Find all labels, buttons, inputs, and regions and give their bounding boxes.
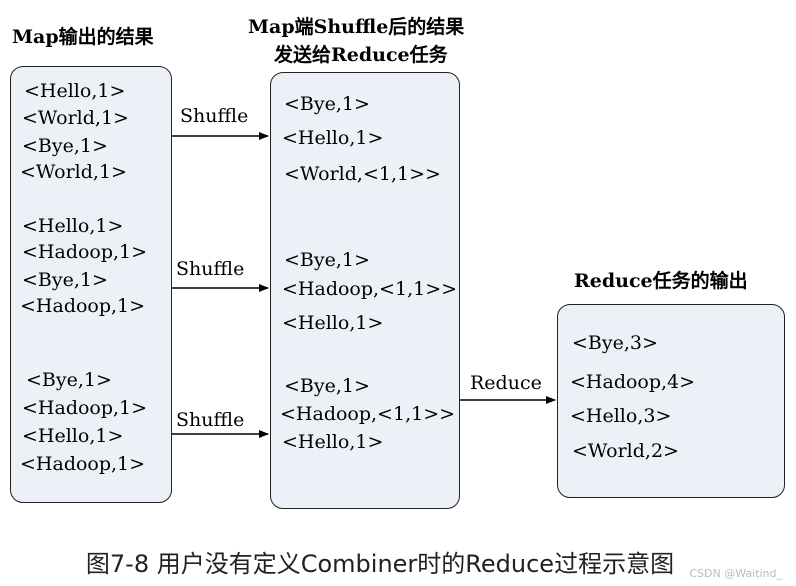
reduce-output-box <box>557 304 785 498</box>
map-entry: <Hello,1> <box>22 215 124 237</box>
map-entry: <Hadoop,1> <box>20 295 146 317</box>
shuffle-entry: <Bye,1> <box>284 249 370 271</box>
shuffle-entry: <Hello,1> <box>282 127 384 149</box>
shuffle-entry: <Hello,1> <box>282 431 384 453</box>
reduce-entry: <Hello,3> <box>570 405 672 427</box>
map-entry: <World,1> <box>22 107 129 129</box>
map-entry: <Hello,1> <box>24 80 126 102</box>
map-entry: <Bye,1> <box>22 135 108 157</box>
shuffle-label-3: Shuffle <box>176 409 245 431</box>
map-entry: <Bye,1> <box>26 369 112 391</box>
shuffle-entry: <Hadoop,<1,1>> <box>280 403 456 425</box>
reduce-label: Reduce <box>470 372 542 394</box>
watermark: CSDN @Waitind_ <box>689 567 782 580</box>
shuffle-entry: <Bye,1> <box>284 93 370 115</box>
reduce-output-title: Reduce任务的输出 <box>574 270 748 292</box>
reduce-entry: <World,2> <box>572 440 679 462</box>
shuffle-label-1: Shuffle <box>180 105 249 127</box>
map-entry: <Hadoop,1> <box>20 453 146 475</box>
map-entry: <Hadoop,1> <box>22 241 148 263</box>
shuffle-label-2: Shuffle <box>176 258 245 280</box>
reduce-entry: <Hadoop,4> <box>570 371 696 393</box>
shuffle-entry: <Bye,1> <box>284 375 370 397</box>
map-output-title: Map输出的结果 <box>12 26 154 48</box>
map-entry: <Bye,1> <box>22 269 108 291</box>
shuffle-entry: <Hadoop,<1,1>> <box>282 278 458 300</box>
shuffle-result-title-line2: 发送给Reduce任务 <box>274 44 448 66</box>
shuffle-result-box <box>270 72 460 509</box>
shuffle-entry: <World,<1,1>> <box>284 163 441 185</box>
reduce-entry: <Bye,3> <box>572 332 658 354</box>
figure-caption: 图7-8 用户没有定义Combiner时的Reduce过程示意图 <box>85 550 675 578</box>
shuffle-result-title-line1: Map端Shuffle后的结果 <box>248 16 465 38</box>
map-entry: <Hadoop,1> <box>22 397 148 419</box>
map-output-box <box>10 66 172 503</box>
shuffle-entry: <Hello,1> <box>282 312 384 334</box>
map-entry: <World,1> <box>20 161 127 183</box>
map-entry: <Hello,1> <box>22 425 124 447</box>
